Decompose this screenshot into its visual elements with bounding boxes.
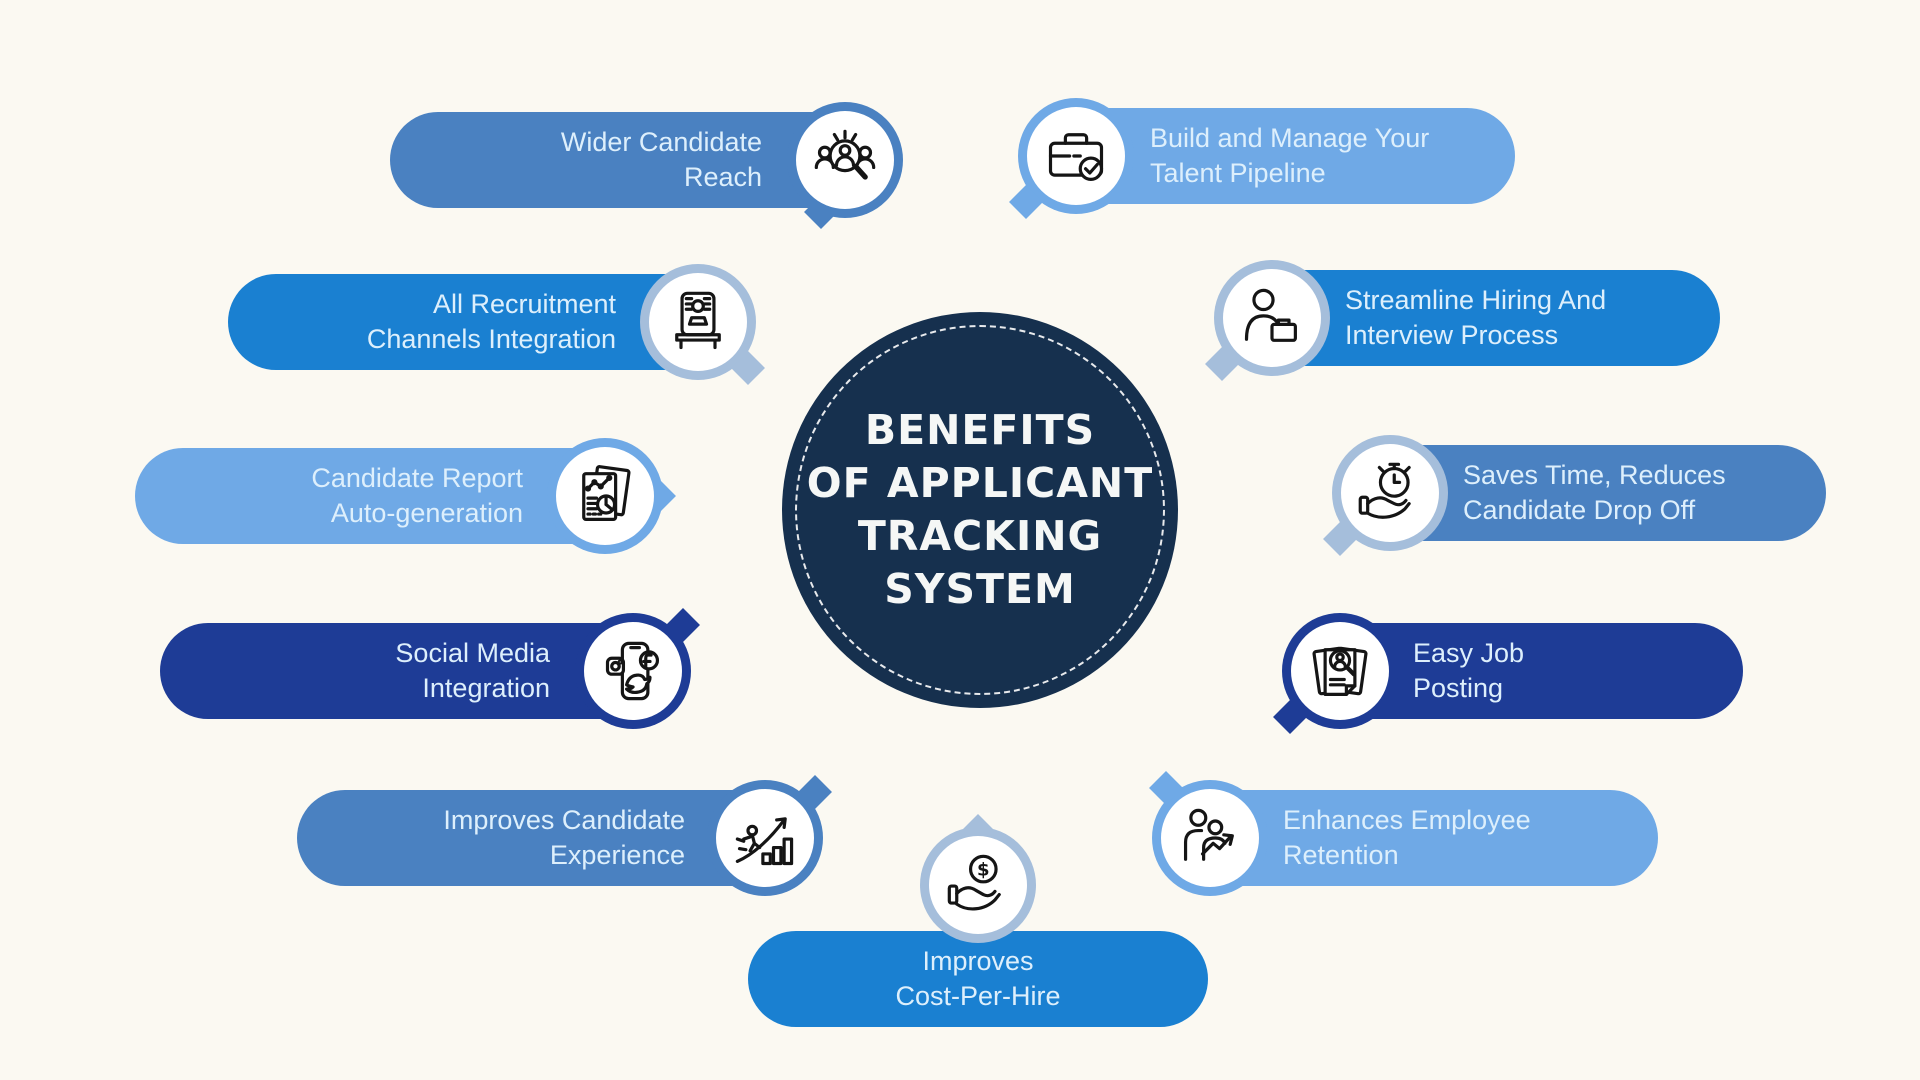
bubble-tail bbox=[804, 195, 838, 229]
briefcase-check-icon bbox=[1009, 98, 1134, 219]
report-chart-icon bbox=[547, 438, 676, 554]
bubble-tail bbox=[1009, 185, 1043, 219]
title-line: SYSTEM bbox=[884, 565, 1076, 613]
recruiter-desk-icon bbox=[640, 264, 765, 385]
bubble-tail bbox=[1323, 522, 1357, 556]
team-growth-icon bbox=[1149, 771, 1268, 896]
bubble-tail bbox=[666, 608, 700, 642]
bubble-tail bbox=[642, 479, 676, 513]
center-circle: BENEFITS OF APPLICANT TRACKING SYSTEM bbox=[782, 312, 1178, 708]
bubble-tail bbox=[1273, 700, 1307, 734]
job-document-icon bbox=[1273, 613, 1398, 734]
title-line: OF APPLICANT bbox=[806, 459, 1154, 507]
title-line: BENEFITS bbox=[864, 406, 1096, 454]
bubble-tail bbox=[731, 351, 765, 385]
bubble-tail bbox=[1205, 347, 1239, 381]
candidate-search-icon bbox=[787, 102, 903, 229]
title-line: TRACKING bbox=[857, 512, 1103, 560]
hand-dollar-icon: $ bbox=[920, 814, 1036, 943]
dashed-ring bbox=[795, 325, 1165, 695]
phone-social-icon bbox=[575, 608, 700, 729]
page-title: BENEFITS OF APPLICANT TRACKING SYSTEM bbox=[782, 312, 1178, 708]
hand-stopwatch-icon bbox=[1323, 435, 1448, 556]
person-briefcase-icon bbox=[1205, 260, 1330, 381]
bubble-tail bbox=[961, 814, 995, 848]
svg-text:$: $ bbox=[977, 859, 990, 880]
bubble-tail bbox=[798, 775, 832, 809]
bubble-tail bbox=[1149, 771, 1183, 805]
growth-person-icon bbox=[707, 775, 832, 896]
